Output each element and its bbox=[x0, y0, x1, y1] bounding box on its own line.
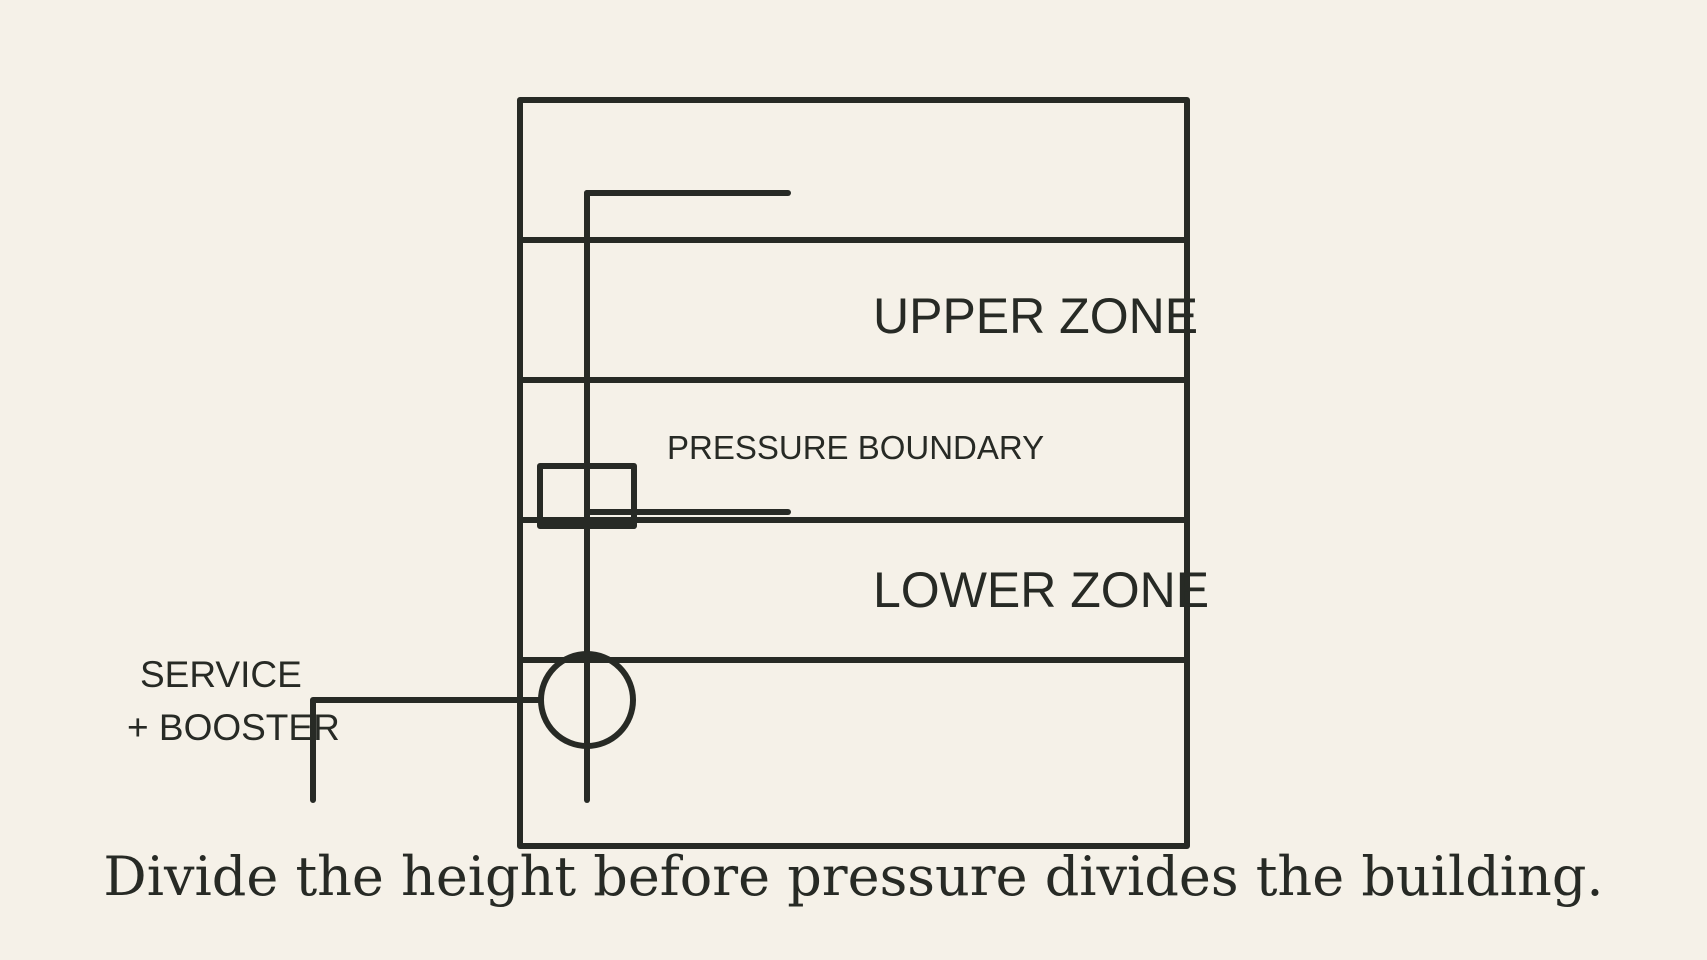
booster-label: + BOOSTER bbox=[127, 707, 340, 748]
service-label: SERVICE bbox=[140, 654, 302, 695]
service-pipe bbox=[310, 697, 543, 803]
pressure-boundary-label: PRESSURE BOUNDARY bbox=[667, 429, 1044, 466]
building-outline bbox=[517, 97, 1190, 849]
upper-zone-label: UPPER ZONE bbox=[873, 288, 1198, 344]
pressure-reducing-valve bbox=[537, 463, 637, 529]
diagram-caption: Divide the height before pressure divide… bbox=[103, 845, 1604, 908]
lower-zone-label: LOWER ZONE bbox=[873, 562, 1209, 618]
